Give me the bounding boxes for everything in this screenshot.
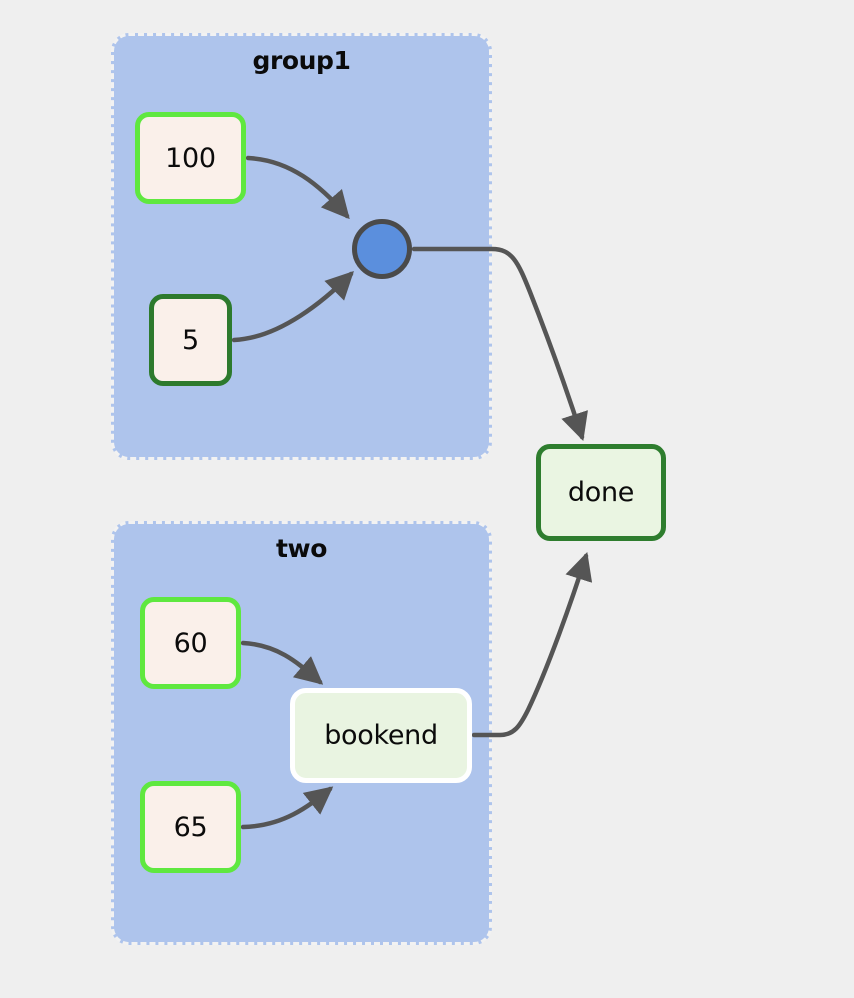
node-bookend[interactable]: bookend xyxy=(290,688,472,783)
node-65[interactable]: 65 xyxy=(140,781,241,873)
group-container-group1[interactable]: group1 xyxy=(111,33,492,460)
node-done[interactable]: done xyxy=(536,444,666,541)
node-junction-circle[interactable] xyxy=(352,219,412,279)
group-label-group1: group1 xyxy=(252,46,351,75)
node-60[interactable]: 60 xyxy=(140,597,241,689)
node-100[interactable]: 100 xyxy=(135,112,246,204)
group-label-two: two xyxy=(275,534,328,563)
node-5[interactable]: 5 xyxy=(149,294,232,386)
